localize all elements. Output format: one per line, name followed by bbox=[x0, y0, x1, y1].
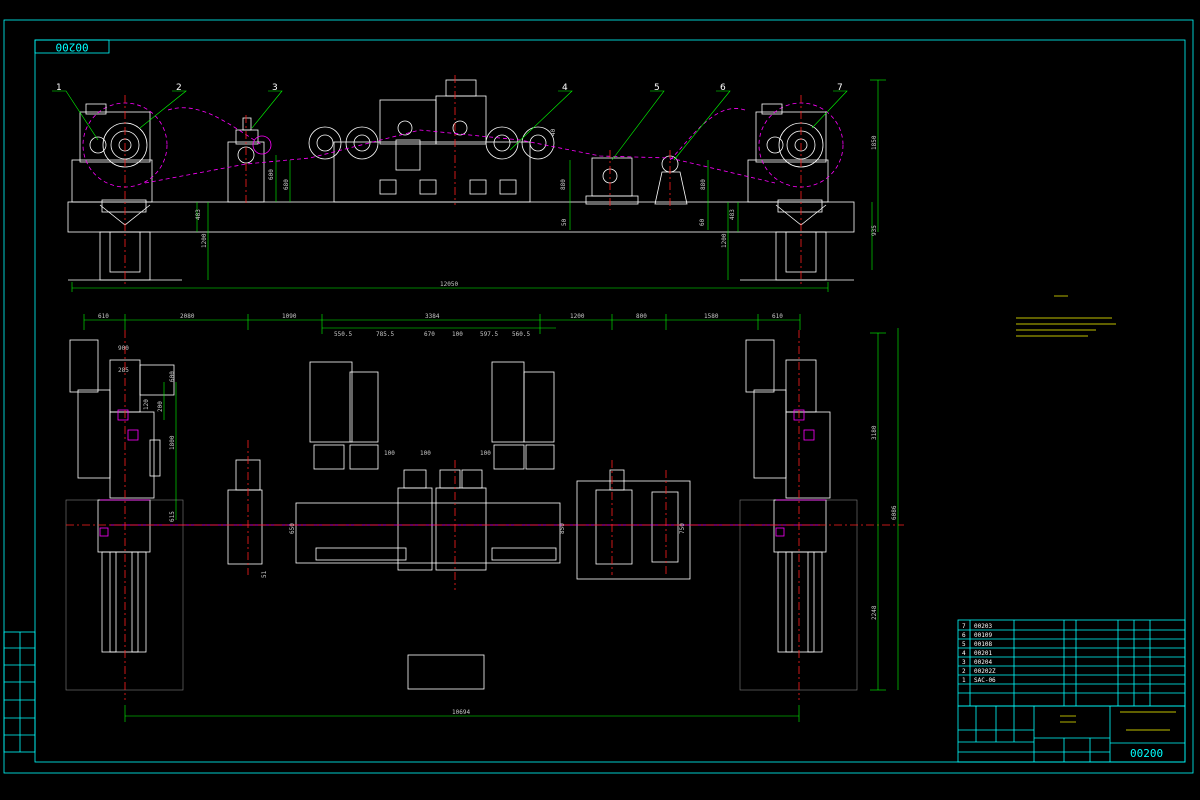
dim-plan-small: 120 bbox=[143, 399, 150, 410]
dim-plan-base: 2248 bbox=[871, 605, 878, 620]
dim-plan-height: 3180 bbox=[871, 425, 878, 440]
parts-row-no: 5 bbox=[962, 641, 966, 648]
dim-plan-top: 1200 bbox=[570, 313, 585, 320]
dim-elev: 60 bbox=[699, 218, 706, 226]
dim-elev: 483 bbox=[195, 209, 202, 220]
elevation-view bbox=[67, 75, 886, 292]
dim-plan-length: 10694 bbox=[452, 709, 470, 716]
dim-plan-top: 800 bbox=[636, 313, 647, 320]
title-block bbox=[957, 705, 1186, 763]
parts-row-code: 00108 bbox=[974, 641, 992, 648]
parts-row-no: 1 bbox=[962, 677, 966, 684]
parts-row-code: 00203 bbox=[974, 623, 992, 630]
callout-6: 6 bbox=[720, 83, 726, 93]
parts-row-no: 3 bbox=[962, 659, 966, 666]
dim-elev: 1200 bbox=[721, 233, 728, 248]
left-margin-table bbox=[3, 631, 36, 753]
dim-plan-top: 3384 bbox=[425, 313, 440, 320]
callout-1: 1 bbox=[56, 83, 62, 93]
inner-frame bbox=[34, 39, 1186, 763]
parts-row-code: 00204 bbox=[974, 659, 992, 666]
dim-plan-small: 900 bbox=[118, 345, 129, 352]
dim-plan-small: 750 bbox=[679, 523, 686, 534]
parts-row-no: 4 bbox=[962, 650, 966, 657]
parts-row-no: 6 bbox=[962, 632, 966, 639]
dim-plan-top: 1090 bbox=[282, 313, 297, 320]
dim-plan-total: 6086 bbox=[891, 505, 898, 520]
parts-row-code: 00202Z bbox=[974, 668, 996, 675]
callout-2: 2 bbox=[176, 83, 182, 93]
technical-notes bbox=[1016, 295, 1116, 337]
dim-overall-length: 12050 bbox=[440, 281, 458, 288]
dim-plan-small: 650 bbox=[289, 523, 296, 534]
dim-elev: 600 bbox=[268, 169, 275, 180]
parts-row-code: SAC-06 bbox=[974, 677, 996, 684]
dim-plan-small: 285 bbox=[118, 367, 129, 374]
dim-elev-height: 1850 bbox=[871, 135, 878, 150]
drawing-code-top: 00200 bbox=[55, 41, 88, 54]
dim-elev: 880 bbox=[560, 179, 567, 190]
dim-plan-sub: 670 bbox=[424, 331, 435, 338]
dim-plan-top: 2080 bbox=[180, 313, 195, 320]
dim-plan-small: 51 bbox=[261, 570, 268, 578]
callout-3: 3 bbox=[272, 83, 278, 93]
dim-plan-small: 615 bbox=[169, 511, 176, 522]
callout-7: 7 bbox=[837, 83, 843, 93]
dim-plan-sub: 785.5 bbox=[376, 331, 394, 338]
dim-elev: 50 bbox=[561, 218, 568, 226]
parts-row-code: 00109 bbox=[974, 632, 992, 639]
dim-plan-small: 100 bbox=[480, 450, 491, 457]
drawing-code-bottom: 00200 bbox=[1130, 747, 1163, 760]
dim-elev: 880 bbox=[700, 179, 707, 190]
dim-plan-sub: 560.5 bbox=[512, 331, 530, 338]
dim-elev: 680 bbox=[283, 179, 290, 190]
dim-plan-sub: 100 bbox=[452, 331, 463, 338]
dim-plan-sub: 550.5 bbox=[334, 331, 352, 338]
callout-5: 5 bbox=[654, 83, 660, 93]
plan-view bbox=[65, 314, 904, 722]
dim-plan-small: 600 bbox=[169, 371, 176, 382]
dim-plan-small: 850 bbox=[559, 523, 566, 534]
parts-row-no: 7 bbox=[962, 623, 966, 630]
parts-row-code: 00201 bbox=[974, 650, 992, 657]
dim-plan-top: 1580 bbox=[704, 313, 719, 320]
dim-plan-sub: 597.5 bbox=[480, 331, 498, 338]
dim-plan-small: 100 bbox=[420, 450, 431, 457]
parts-row-no: 2 bbox=[962, 668, 966, 675]
dim-plan-top: 610 bbox=[772, 313, 783, 320]
parts-list-table bbox=[957, 619, 1186, 707]
dim-elev: 935 bbox=[871, 225, 878, 236]
dim-plan-small: 100 bbox=[384, 450, 395, 457]
dim-elev: 40 bbox=[550, 128, 557, 136]
dim-plan-top: 610 bbox=[98, 313, 109, 320]
outer-frame bbox=[3, 19, 1194, 774]
dim-plan-small: 1800 bbox=[169, 435, 176, 450]
code-box-top bbox=[34, 39, 110, 54]
dim-elev: 483 bbox=[729, 209, 736, 220]
callout-leaders bbox=[52, 90, 848, 161]
callout-4: 4 bbox=[562, 83, 568, 93]
dim-plan-small: 200 bbox=[157, 401, 164, 412]
dim-elev: 1200 bbox=[201, 233, 208, 248]
